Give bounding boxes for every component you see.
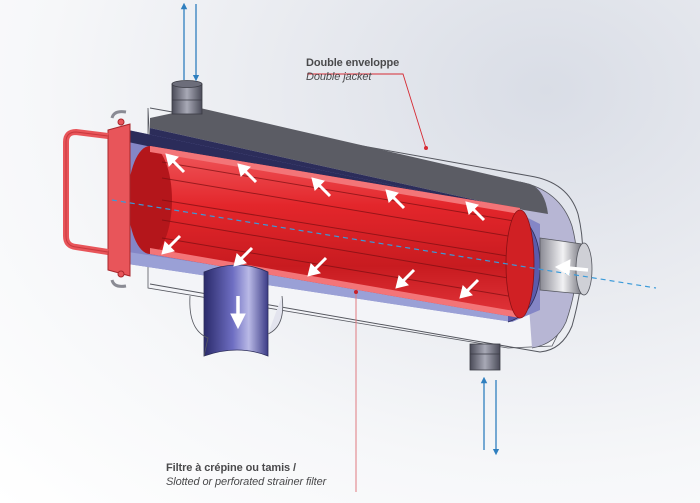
jacket-nozzle-bottom — [469, 343, 501, 371]
arrow-down-left-icon — [161, 234, 182, 255]
centerline — [111, 199, 657, 289]
arrow-up-left-icon — [465, 201, 486, 222]
jacket-flow-arrows-top — [180, 2, 200, 82]
leader-line-strainer-filter — [354, 290, 358, 492]
label-double-jacket-fr: Double enveloppe — [306, 57, 400, 69]
arrow-down-icon — [230, 296, 246, 330]
arrow-up-left-icon — [165, 153, 186, 174]
arrow-down-left-icon — [233, 246, 254, 267]
cover-flange — [107, 110, 131, 288]
arrow-up-left-icon — [385, 189, 406, 210]
arrow-up-left-icon — [237, 163, 258, 184]
label-double-jacket: Double enveloppe Double jacket — [306, 56, 399, 84]
arrow-left-icon — [554, 259, 589, 276]
outlet-pipe — [189, 264, 284, 357]
jacket-nozzle-top — [171, 80, 203, 115]
arrow-down-left-icon — [395, 268, 416, 289]
arrow-down-left-icon — [307, 256, 328, 277]
label-strainer-filter-en: Slotted or perforated strainer filter — [166, 476, 327, 488]
label-strainer-filter-fr: Filtre à crépine ou tamis / — [166, 462, 296, 474]
jacket-flow-arrows-bottom — [480, 376, 500, 456]
leader-line-double-jacket — [307, 73, 428, 150]
flow-arrows-basket — [161, 153, 589, 330]
arrow-up-left-icon — [311, 177, 332, 198]
arrow-down-left-icon — [459, 278, 480, 299]
label-strainer-filter: Filtre à crépine ou tamis / Slotted or p… — [166, 461, 326, 489]
handle — [63, 129, 109, 255]
label-double-jacket-en: Double jacket — [306, 71, 372, 83]
